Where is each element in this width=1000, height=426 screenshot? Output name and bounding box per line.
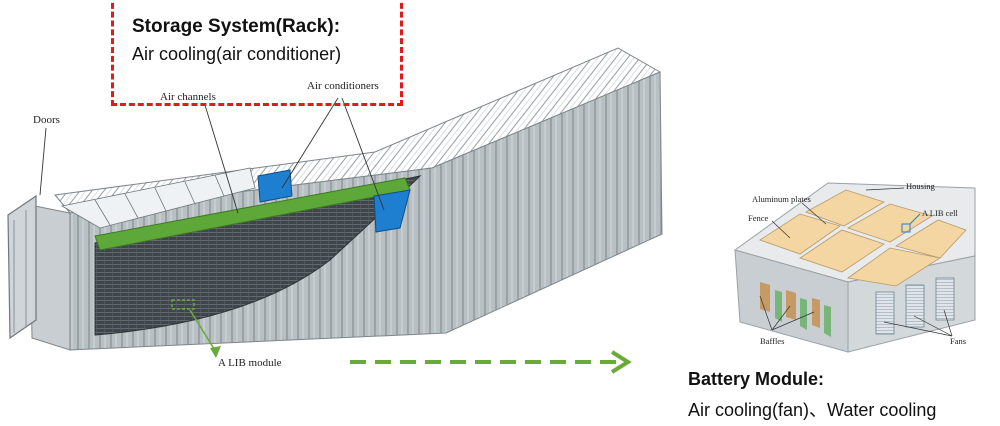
air-conditioner-unit xyxy=(373,189,411,233)
aluminum-plate xyxy=(895,219,967,259)
battery-module xyxy=(733,182,976,353)
shipping-container xyxy=(7,47,663,351)
label-air-channels: Air channels xyxy=(160,91,216,103)
cell-side-plate xyxy=(760,282,770,312)
label-lib-cell: A LIB cell xyxy=(922,208,958,218)
fan-grille xyxy=(935,277,955,321)
rack-subtitle: Air cooling(air conditioner) xyxy=(132,44,342,64)
label-aluminum-plates: Aluminum plates xyxy=(752,194,811,204)
transition-arrow xyxy=(350,350,632,374)
cell-side-plate xyxy=(786,290,796,320)
rack-callout-box xyxy=(111,0,403,106)
leader-lines xyxy=(39,97,385,214)
air-conditioner-unit xyxy=(257,169,293,203)
label-lib-module: A LIB module xyxy=(218,357,282,369)
rack-title: Storage System(Rack): xyxy=(132,16,341,37)
fan-grille xyxy=(905,284,925,328)
cell-side-plate xyxy=(812,298,820,328)
label-fans: Fans xyxy=(950,336,967,346)
label-doors: Doors xyxy=(33,114,60,126)
lib-module-highlight xyxy=(171,299,195,310)
label-fence: Fence xyxy=(748,213,769,223)
lib-cell-marker xyxy=(901,223,911,233)
baffle xyxy=(775,290,782,322)
aluminum-plate xyxy=(759,213,841,255)
container-door xyxy=(7,194,37,340)
battery-module-subtitle: Air cooling(fan)、Water cooling xyxy=(688,400,937,420)
label-baffles: Baffles xyxy=(760,336,785,346)
label-housing: Housing xyxy=(906,181,935,191)
baffle xyxy=(824,305,831,337)
rack-tops xyxy=(60,167,256,229)
aluminum-plate xyxy=(799,229,885,273)
lib-cell-pointer xyxy=(909,213,921,225)
lib-module-pointer xyxy=(189,309,221,358)
fan-grille xyxy=(875,291,895,335)
label-air-conditioners: Air conditioners xyxy=(307,80,379,92)
rack-top-dividers xyxy=(94,174,225,226)
aluminum-plate xyxy=(805,189,885,227)
aluminum-plate xyxy=(847,203,933,243)
battery-module-title: Battery Module: xyxy=(688,369,825,389)
module-leader-lines xyxy=(759,187,953,337)
baffle xyxy=(800,298,807,330)
